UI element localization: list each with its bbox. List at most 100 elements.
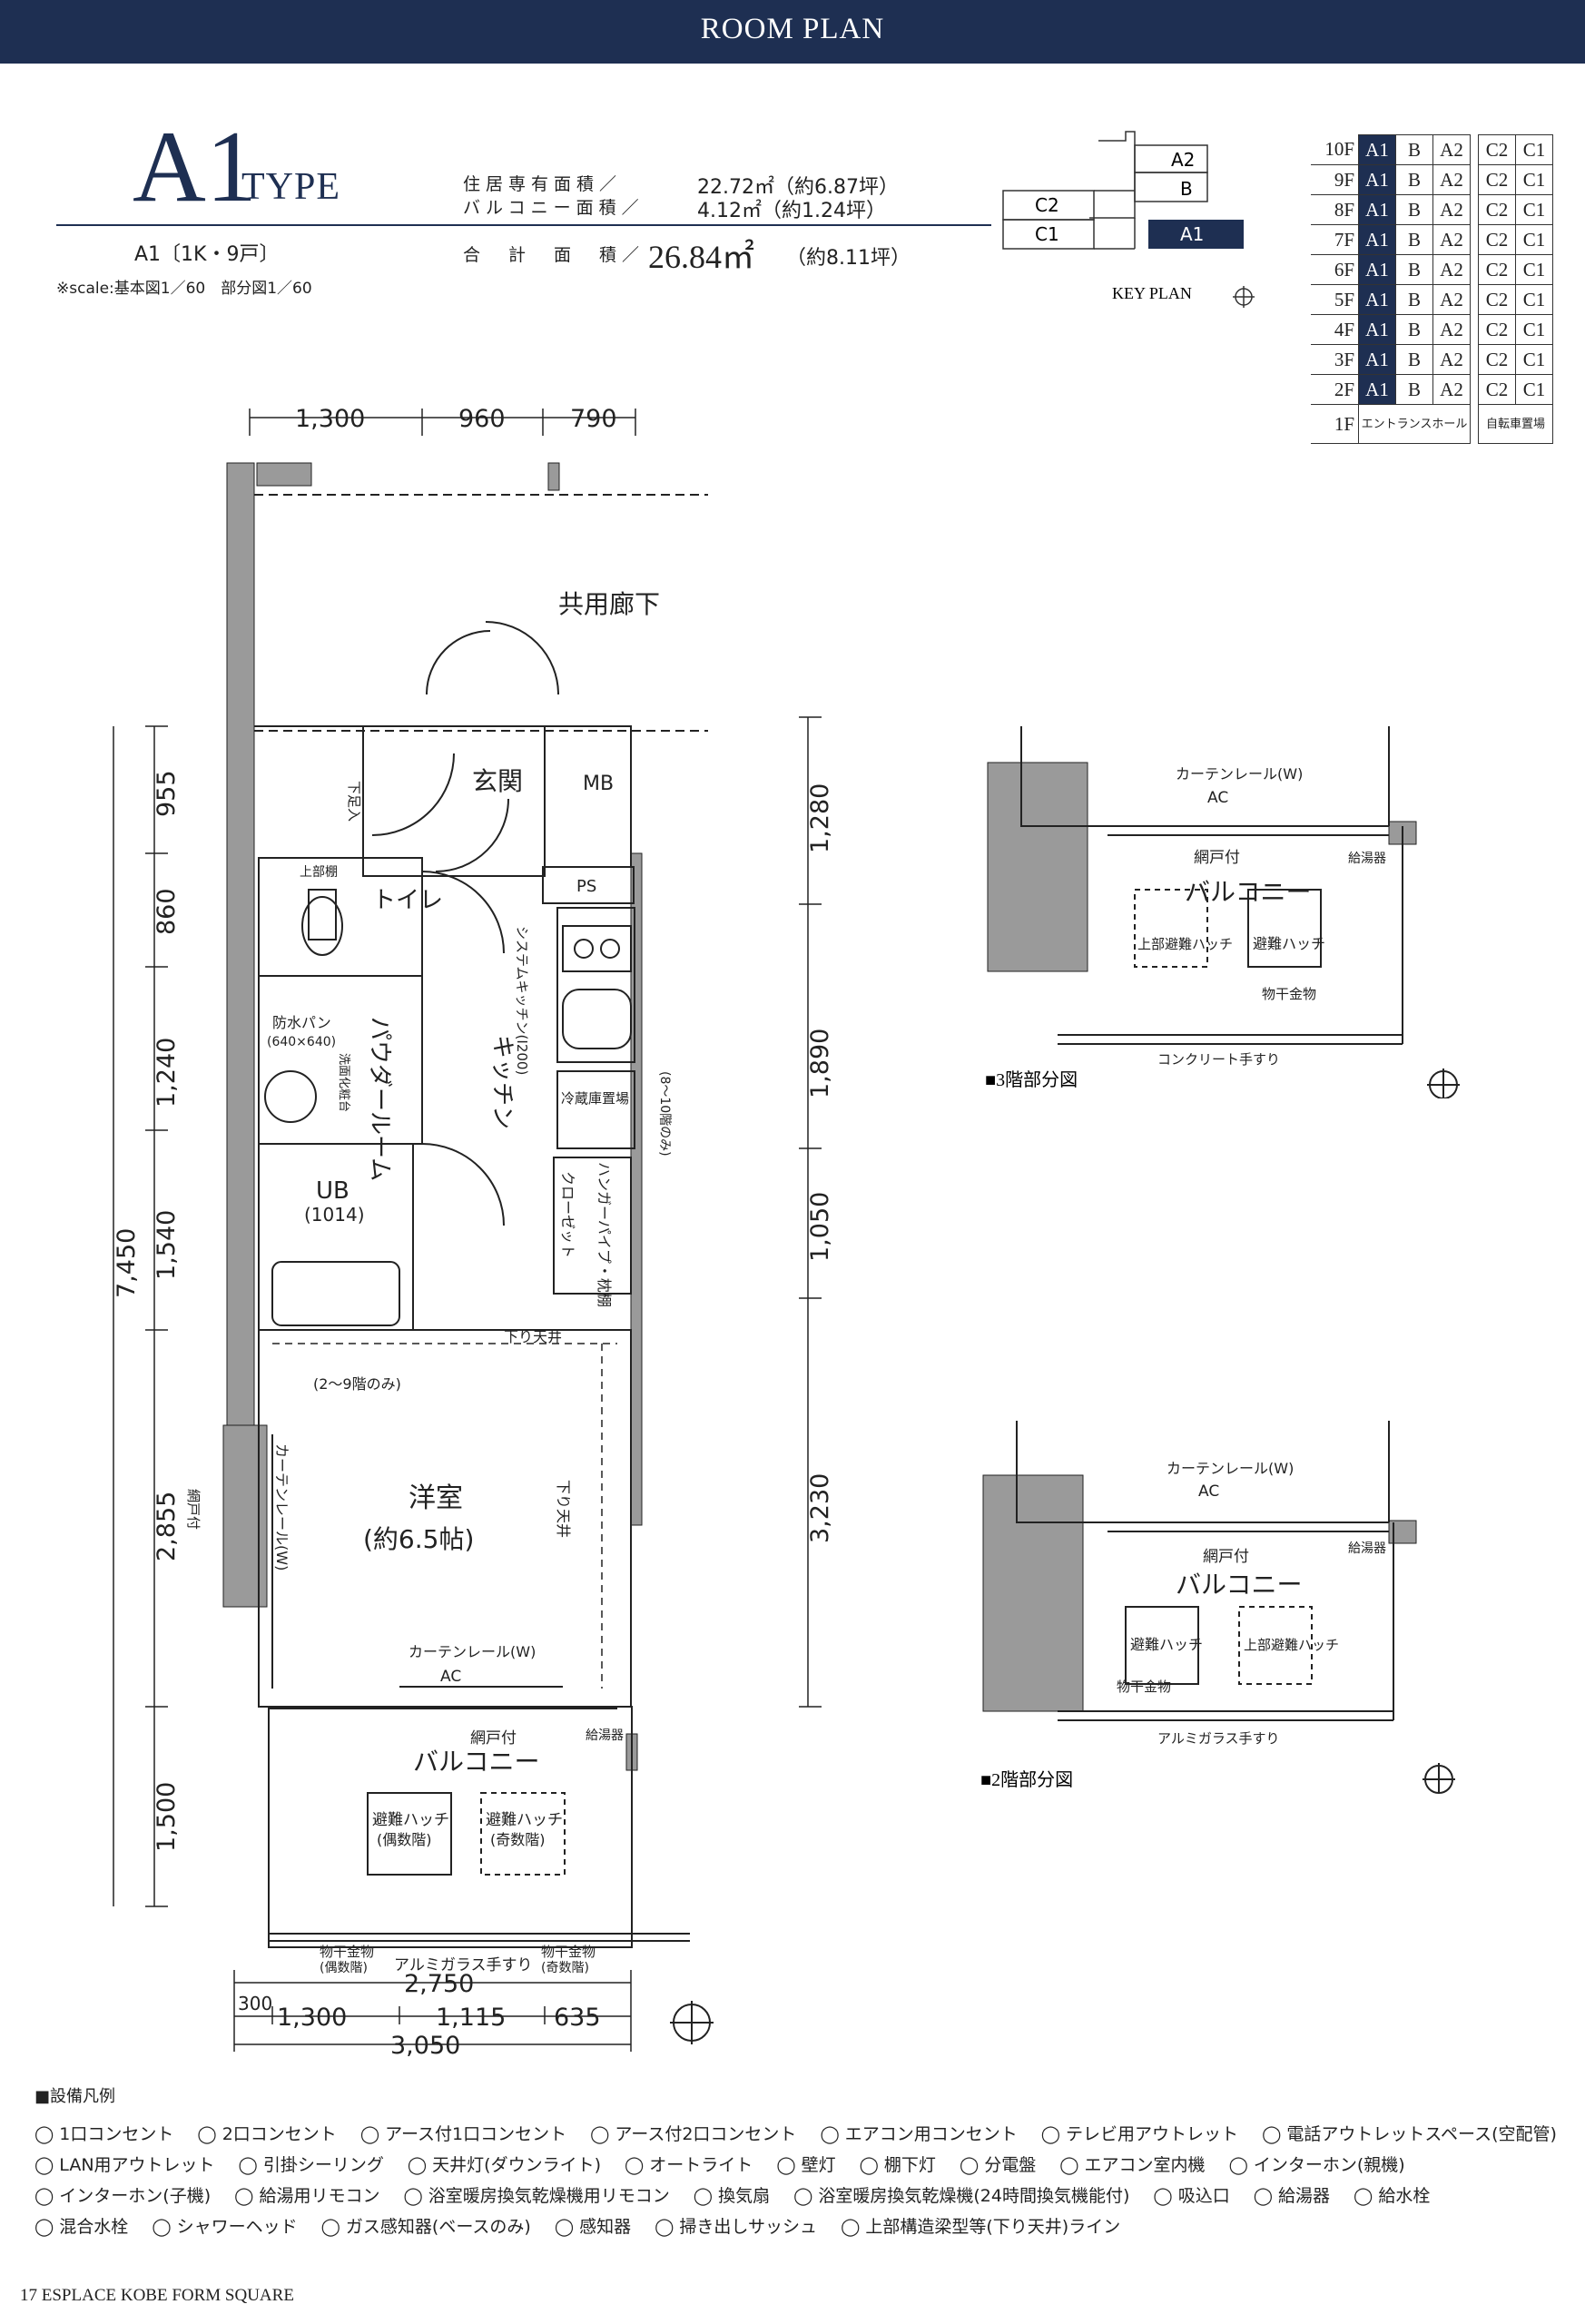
closet-label: クローゼット (559, 1171, 576, 1258)
legend-item: ◯ ガス感知器(ベースのみ) (320, 2217, 531, 2237)
legend-item: ◯ 天井灯(ダウンライト) (407, 2155, 601, 2175)
ac-label: AC (440, 1668, 461, 1686)
p3-dryer: 物干金物 (1262, 986, 1316, 1002)
unit-cell: B (1395, 134, 1433, 165)
legend-item: ◯ 換気扇 (693, 2186, 771, 2206)
floor-label: 6F (1311, 254, 1359, 285)
dim-left-total: 7,450 (113, 1228, 141, 1298)
p3-title: ■3階部分図 (985, 1069, 1078, 1090)
hatch-odd-label: 避難ハッチ (486, 1811, 563, 1829)
mb-label: MB (583, 773, 614, 795)
key-plan: A2 B C2 C1 A1 KEY PLAN (1002, 131, 1255, 308)
unit-cell: A2 (1432, 224, 1471, 255)
unit-cell: C2 (1478, 134, 1516, 165)
railing-label: アルミガラス手すり (394, 1956, 533, 1974)
legend-item: ◯ アース付2口コンセント (590, 2124, 797, 2144)
upper-shelf-label: 上部棚 (300, 865, 338, 880)
floor-label: 9F (1311, 164, 1359, 195)
dim-left-1240: 1,240 (153, 1038, 181, 1108)
legend-row: ◯ 混合水栓◯ シャワーヘッド◯ ガス感知器(ベースのみ)◯ 感知器◯ 掃き出し… (34, 2213, 1144, 2238)
legend-item: ◯ 浴室暖房換気乾燥機用リモコン (403, 2186, 670, 2206)
compass-icon (1427, 1068, 1460, 1098)
key-plan-label: KEY PLAN (1112, 284, 1192, 302)
unit-cell: C1 (1515, 164, 1553, 195)
table-gap (1471, 165, 1479, 195)
unit-cell: C1 (1515, 134, 1553, 165)
unit-cell: C1 (1515, 344, 1553, 375)
unit-cell: C2 (1478, 374, 1516, 405)
table-gap (1471, 345, 1479, 375)
unit-cell: C2 (1478, 224, 1516, 255)
table-gap (1471, 135, 1479, 165)
unit-cell: A2 (1432, 254, 1471, 285)
table-gap (1471, 375, 1479, 405)
unit-cell: A2 (1432, 284, 1471, 315)
p2-ac: AC (1198, 1482, 1219, 1501)
unit-cell: A2 (1432, 194, 1471, 225)
dryer-odd-label: 物干金物 (541, 1944, 596, 1960)
table-gap (1471, 195, 1479, 225)
unit-cell: C2 (1478, 164, 1516, 195)
floor-label: 7F (1311, 224, 1359, 255)
p2-dryer: 物干金物 (1117, 1679, 1171, 1695)
type-subtitle: A1〔1K・9戸〕 (134, 243, 280, 266)
dim-right-3230: 3,230 (806, 1473, 834, 1543)
unit-cell: A2 (1432, 164, 1471, 195)
unit-cell: A1 (1358, 254, 1396, 285)
kp-c2: C2 (1035, 194, 1059, 216)
legend-item: ◯ 壁灯 (776, 2155, 836, 2175)
compass-icon (1233, 286, 1255, 308)
p2-curtain: カーテンレール(W) (1167, 1460, 1294, 1477)
floor-label: 4F (1311, 314, 1359, 345)
balcony-area-label: バルコニー面積／ (463, 198, 645, 218)
legend-item: ◯ インターホン(子機) (34, 2186, 212, 2206)
shoe-label: 下足入 (346, 781, 362, 822)
unit-cell: A1 (1358, 344, 1396, 375)
dim-left-1500: 1,500 (153, 1782, 181, 1852)
dim-bottom-1300: 1,300 (277, 2004, 347, 2032)
ub-label: UB (316, 1177, 349, 1205)
unit-cell: C2 (1478, 314, 1516, 345)
p2-heater: 給湯器 (1348, 1541, 1386, 1556)
pan-label: 防水パン (272, 1014, 331, 1031)
unit-cell: A2 (1432, 344, 1471, 375)
unit-cell: B (1395, 194, 1433, 225)
table-gap (1471, 285, 1479, 315)
ps-label: PS (576, 877, 596, 896)
p2-hatch-up: 上部避難ハッチ (1244, 1637, 1339, 1653)
legend-item: ◯ 給湯器 (1253, 2186, 1331, 2206)
unit-cell: A1 (1358, 164, 1396, 195)
type-name: A1 (133, 111, 257, 223)
dim-bottom-top: 2,750 (404, 1970, 474, 1998)
unit-cell: B (1395, 344, 1433, 375)
toilet-label: トイレ (372, 887, 443, 914)
legend-item: ◯ 浴室暖房換気乾燥機(24時間換気機能付) (793, 2186, 1130, 2206)
curtain-side-label: カーテンレール(W) (273, 1443, 290, 1571)
p3-heater: 給湯器 (1348, 851, 1386, 866)
legend-item: ◯ テレビ用アウトレット (1040, 2124, 1239, 2144)
p2-title: ■2階部分図 (980, 1769, 1073, 1790)
unit-cell: C1 (1515, 194, 1553, 225)
drop-ceiling-side-label: 下り天井 (555, 1480, 572, 1538)
powder-label: パウダールーム (366, 1017, 393, 1181)
unit-cell: B (1395, 224, 1433, 255)
dim-top-2: 960 (458, 405, 506, 433)
kp-a1: A1 (1180, 223, 1204, 245)
compass-icon (670, 2001, 714, 2044)
p3-hatch-up: 上部避難ハッチ (1137, 936, 1233, 952)
p3-curtain: カーテンレール(W) (1176, 765, 1303, 783)
floor-plan: 1,300 960 790 2,750 300 1,300 1,115 635 … (113, 405, 834, 2060)
partial-plan-3f: カーテンレール(W) AC 網戸付 バルコニー 上部避難ハッチ 避難ハッチ 物干… (985, 726, 1460, 1098)
hatch-even-note: (偶数階) (377, 1831, 432, 1848)
balcony-area-value: 4.12㎡（約1.24坪） (697, 200, 886, 222)
dim-bottom-1115: 1,115 (436, 2004, 506, 2032)
legend-item: ◯ シャワーヘッド (152, 2217, 298, 2237)
